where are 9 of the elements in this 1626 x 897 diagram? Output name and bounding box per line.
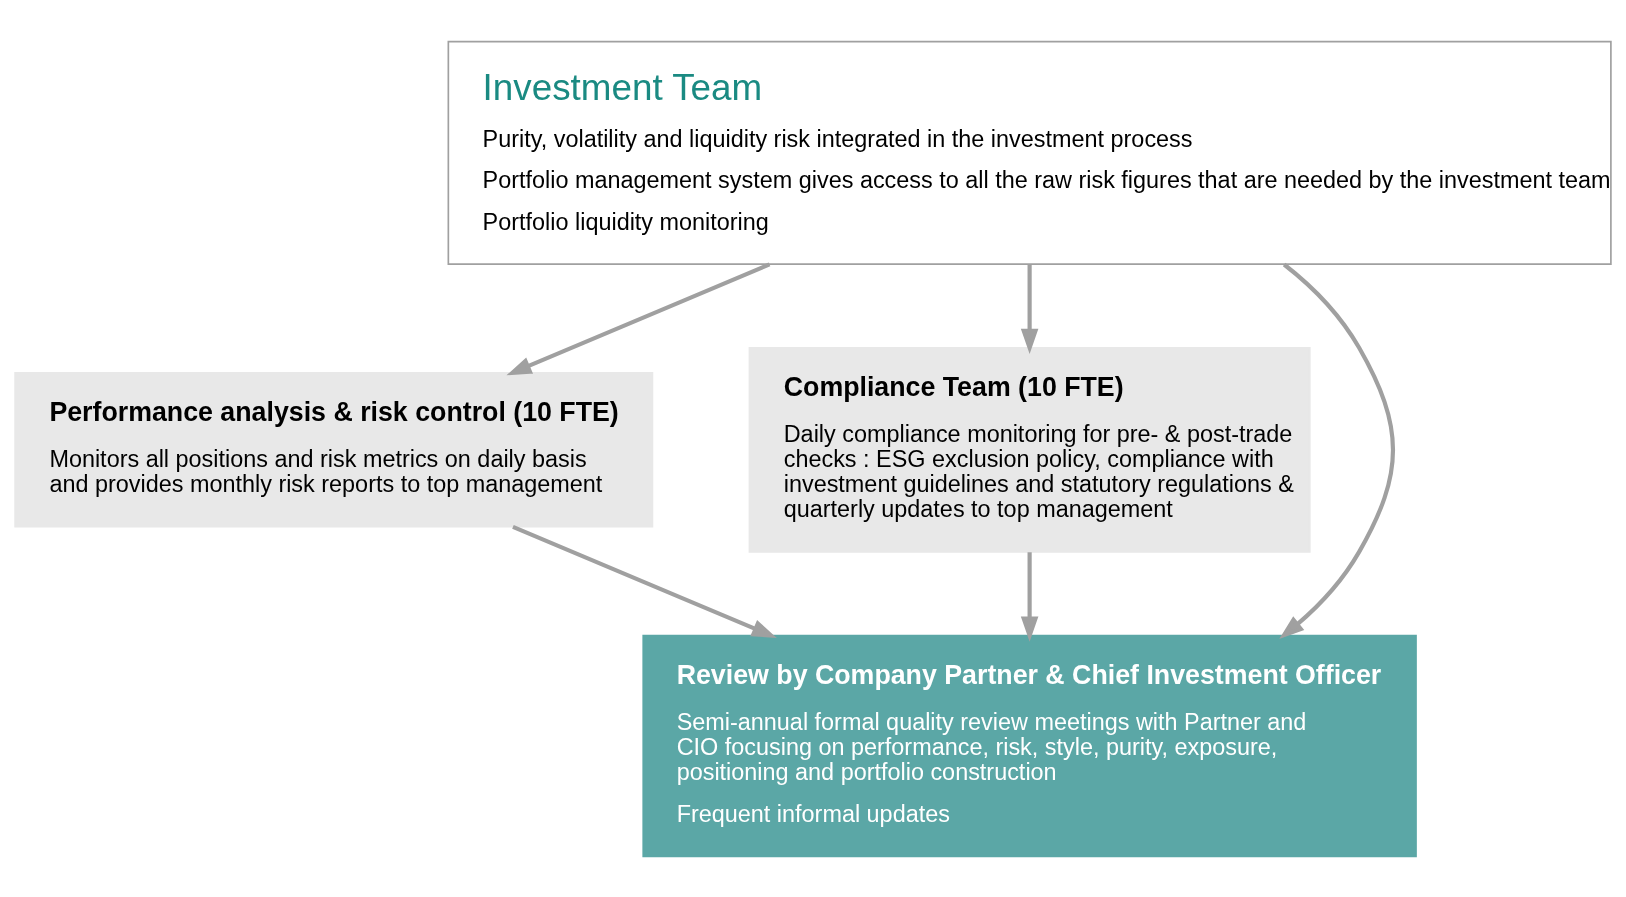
arrow	[1020, 551, 1039, 642]
node-box: Compliance Team (10 FTE) Daily compliance monitoring for pre- & post-trade checks : ESG exclusion policy, compliance with investment guidelines and statutory regulations & quarterly updates to top management	[748, 346, 1311, 553]
node-box: Review by Company Partner & Chief Investment Officer Semi-annual formal quality review meetings with Partner and CIO focusing on performance, risk, style, purity, exposure, positioning and portfolio construction Frequent informal updates	[642, 634, 1417, 857]
arrow	[512, 524, 777, 638]
arrow	[506, 261, 771, 375]
arrow	[1279, 262, 1395, 639]
arrow	[1020, 264, 1039, 354]
node-box: Performance analysis & risk control (10 FTE) Monitors all positions and risk metrics on daily basis and provides monthly risk reports to top management	[14, 371, 654, 528]
node-box: Investment Team Purity, volatility and liquidity risk integrated in the investment process Portfolio management system gives access to all the raw risk figures that are needed by the investment team Portfolio liquidity monitoring	[447, 40, 1612, 265]
